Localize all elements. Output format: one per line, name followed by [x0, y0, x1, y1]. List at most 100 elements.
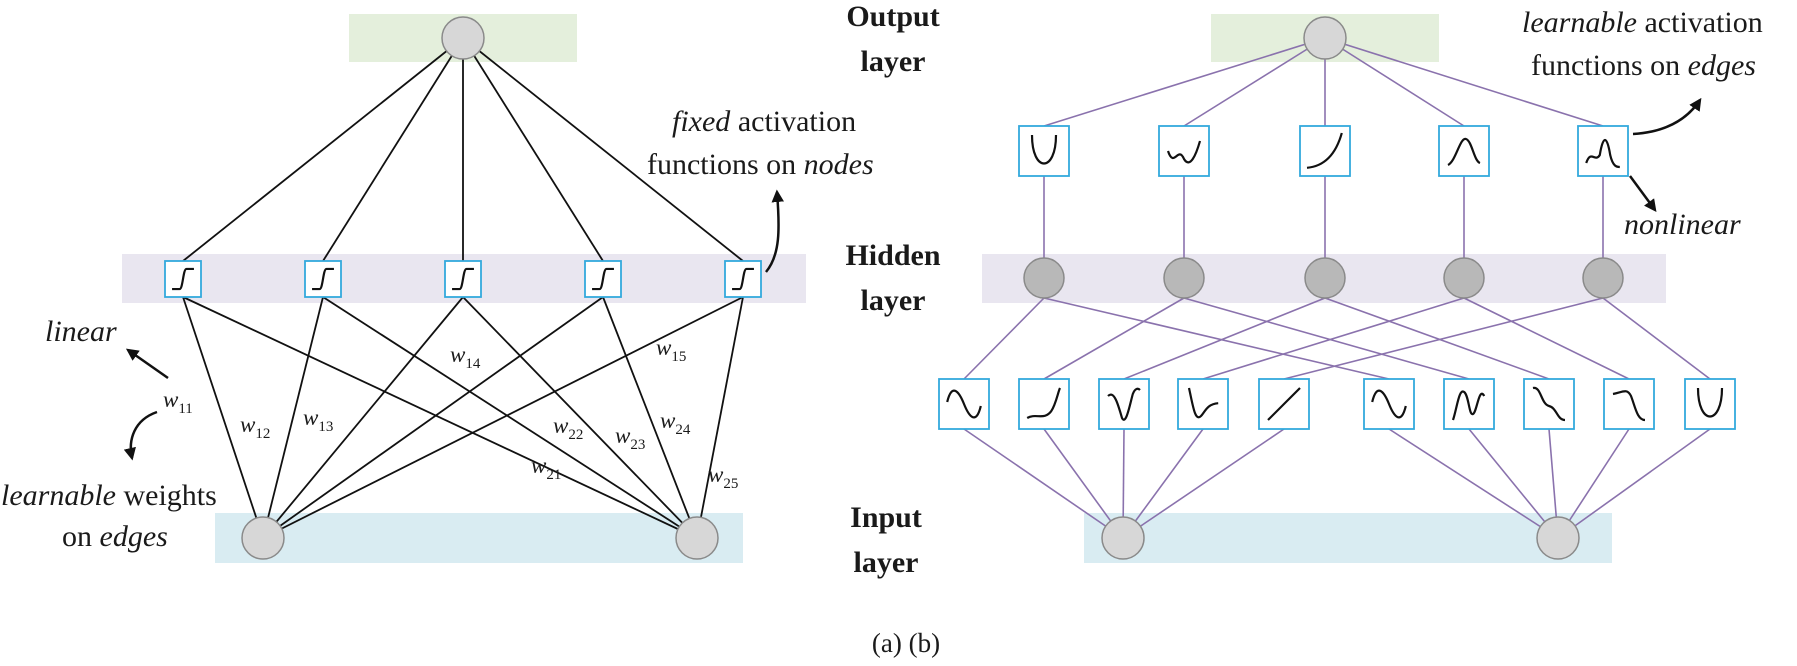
panel-b-input-activations — [938, 378, 1736, 430]
u-shape-icon — [1696, 387, 1724, 418]
learnable-weight-arrow — [123, 410, 158, 461]
output-activation-box-3 — [1299, 125, 1351, 177]
output-node — [441, 16, 485, 60]
panel-b-edges — [963, 37, 1711, 539]
edge-input-1-hidden-4 — [262, 296, 604, 539]
output-activation-box-2 — [1158, 125, 1210, 177]
weight-label-w22: w22 — [553, 413, 583, 443]
edge-activation-b3-hidden — [1123, 297, 1326, 380]
panel-a: w11 w12 w13 w14 w15 w21 w22 w23 w24 w25 … — [1, 14, 874, 563]
drop-recover-icon — [1187, 387, 1219, 419]
edge-activation-b9-hidden — [1463, 297, 1630, 380]
weight-label-w21: w21 — [531, 453, 561, 483]
panel-a-edges — [182, 37, 744, 539]
edge-activation-b10-hidden — [1602, 297, 1711, 380]
hidden-layer-label: Hidden — [845, 239, 940, 272]
weight-label-w23: w23 — [615, 423, 645, 453]
hidden-node-4 — [584, 260, 622, 298]
panel-a-hidden-nodes — [164, 260, 762, 298]
hidden-node-2-frame — [304, 260, 342, 298]
edge-input-1-hidden-5 — [262, 296, 744, 539]
input-activation-box-9 — [1603, 378, 1655, 430]
panel-b-hidden-nodes — [1023, 257, 1624, 299]
input-activation-box-9-frame — [1603, 378, 1655, 430]
hidden-node-b-5 — [1582, 257, 1624, 299]
edge-activation-b1-hidden — [963, 297, 1045, 380]
input-layer-band-b — [1084, 513, 1612, 563]
output-activation-box-5 — [1577, 125, 1629, 177]
edge-input-2-hidden-5 — [696, 296, 744, 539]
sigmoid-icon — [452, 267, 474, 291]
output-layer-label: Output — [846, 0, 939, 33]
u-shape-icon — [1030, 134, 1058, 165]
hidden-node-b-2 — [1163, 257, 1205, 299]
edge-activation-b2-hidden — [1043, 297, 1185, 380]
step-down-icon — [1532, 386, 1566, 422]
weight-label-w24: w24 — [660, 408, 691, 438]
input-activation-box-2-frame — [1018, 378, 1070, 430]
weight-label-w13: w13 — [303, 405, 333, 435]
input-activation-box-2 — [1018, 378, 1070, 430]
weight-label-w14: w14 — [450, 342, 481, 372]
linear-arrow — [125, 348, 169, 380]
input-layer-band — [215, 513, 743, 563]
edge-activation-b5-hidden — [1283, 297, 1604, 380]
sine-icon — [946, 389, 982, 419]
input-activation-box-4 — [1177, 378, 1229, 430]
input-activation-box-3-frame — [1098, 378, 1150, 430]
hidden-layer-label-line2: layer — [861, 284, 926, 317]
fixed-activation-arrow — [765, 189, 785, 273]
sine-icon — [1371, 389, 1407, 419]
fixed-activation-annotation-line2: functions on nodes — [647, 148, 874, 181]
weight-label-w12: w12 — [240, 412, 270, 442]
panel-b: learnable activation functions on edges … — [938, 6, 1763, 563]
nonlinear-annotation: nonlinear — [1624, 208, 1741, 241]
edge-output-activation-5 — [1324, 37, 1604, 127]
linear-annotation: linear — [45, 315, 117, 348]
output-activation-box-1-frame — [1018, 125, 1070, 177]
panel-b-output-activations — [1018, 125, 1629, 177]
output-node-b — [1303, 16, 1347, 60]
hidden-node-b-4 — [1443, 257, 1485, 299]
input-activation-box-8-frame — [1523, 378, 1575, 430]
edge-input-2-hidden-3 — [462, 296, 698, 539]
hidden-node-3 — [444, 260, 482, 298]
learnable-weights-annotation-line2: on edges — [62, 520, 168, 553]
output-activation-box-5-frame — [1577, 125, 1629, 177]
edge-output-activation-2 — [1183, 37, 1326, 127]
weight-label-w15: w15 — [656, 335, 686, 365]
input-activation-box-6 — [1363, 378, 1415, 430]
edge-output-hidden-4 — [462, 37, 604, 262]
edge-output-hidden-2 — [322, 37, 464, 262]
edge-input-1-hidden-3 — [262, 296, 464, 539]
input-activation-box-5 — [1258, 378, 1310, 430]
edge-input-activation-b5 — [1122, 428, 1285, 539]
hidden-node-b-1 — [1023, 257, 1065, 299]
learnable-weights-annotation: learnable weights — [1, 479, 217, 512]
edge-input-1-hidden-2 — [262, 296, 324, 539]
edge-activation-b6-hidden — [1043, 297, 1390, 380]
hidden-node-2 — [304, 260, 342, 298]
output-layer-label-line2: layer — [861, 45, 926, 78]
input-node-b-2 — [1536, 516, 1580, 560]
bell-down-icon — [1612, 390, 1646, 422]
output-activation-box-1 — [1018, 125, 1070, 177]
output-activation-box-2-frame — [1158, 125, 1210, 177]
s-rise-icon — [1026, 387, 1062, 419]
learnable-activation-arrow — [1632, 97, 1702, 136]
input-activation-box-4-frame — [1177, 378, 1229, 430]
weight-label-w25: w25 — [708, 462, 738, 492]
learnable-activation-annotation-line2: functions on edges — [1531, 49, 1756, 82]
input-node-2 — [675, 516, 719, 560]
hidden-node-4-frame — [584, 260, 622, 298]
sigmoid-icon — [592, 267, 614, 291]
layer-labels: Output layer Hidden layer Input layer — [845, 0, 940, 579]
input-activation-box-7 — [1443, 378, 1495, 430]
edge-input-activation-b7 — [1468, 428, 1559, 539]
edge-input-activation-b4 — [1122, 428, 1204, 539]
figure-caption: (a) (b) — [872, 628, 940, 658]
bump-icon — [1447, 137, 1481, 166]
input-activation-box-3 — [1098, 378, 1150, 430]
input-activation-box-1 — [938, 378, 990, 430]
